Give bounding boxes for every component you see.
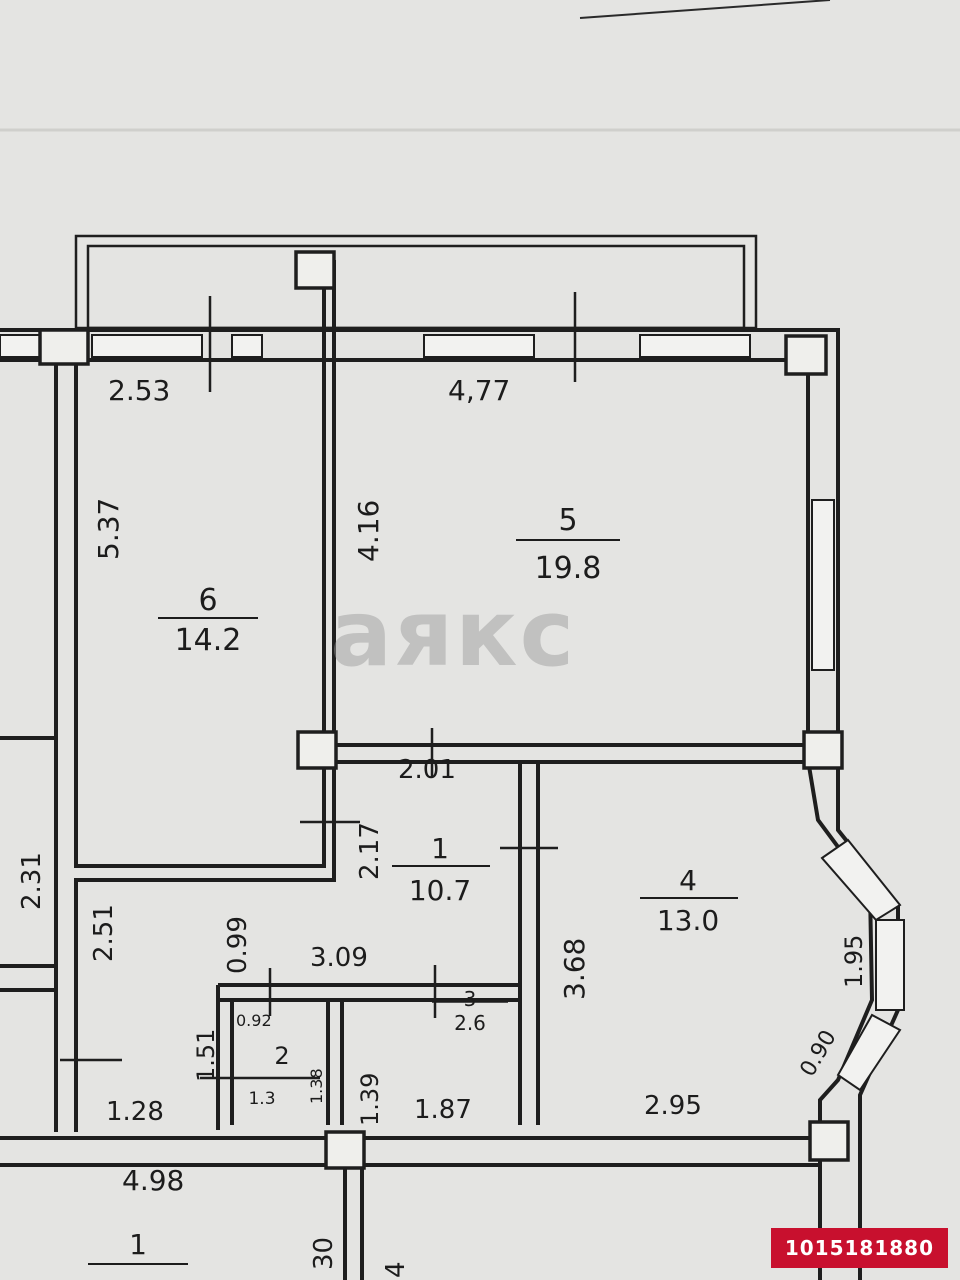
dimension-ticks — [60, 292, 577, 1080]
dim-label: 2.31 — [17, 852, 47, 910]
dim-label: 0.92 — [236, 1011, 272, 1030]
dim-label: 2.95 — [644, 1091, 702, 1121]
room-2-number: 2 — [274, 1042, 289, 1070]
dim-label: 2.17 — [355, 822, 385, 880]
dim-label: 1.95 — [840, 935, 868, 988]
dim-label: 4,77 — [448, 374, 510, 407]
dim-label: 1.28 — [106, 1097, 164, 1127]
room-3-number: 3 — [464, 987, 477, 1011]
dim-label: 2.51 — [89, 904, 119, 962]
room-4-area: 13.0 — [657, 904, 719, 937]
dim-label: 1.38 — [307, 1068, 326, 1104]
dim-label: 3.68 — [558, 938, 591, 1000]
room-6-number: 6 — [198, 583, 217, 618]
listing-id-badge: 1015181880 — [770, 1228, 948, 1268]
room-5-number: 5 — [558, 503, 577, 538]
dim-label: 2.53 — [108, 374, 170, 407]
dim-label: 4.98 — [122, 1164, 184, 1197]
dim-label: 2.01 — [398, 755, 456, 785]
dim-label: 0.99 — [223, 916, 253, 974]
dim-label: 1.51 — [192, 1029, 220, 1082]
windows — [0, 334, 905, 1092]
dim-label: 1.39 — [356, 1073, 384, 1126]
dim-label: 4.16 — [352, 500, 385, 562]
room-4-number: 4 — [679, 864, 697, 897]
dimension-labels: 2.53 4,77 5.37 4.16 2.01 2.17 2.31 2.51 … — [17, 374, 868, 1278]
room-1b-number: 1 — [129, 1228, 147, 1261]
room-3-area: 2.6 — [454, 1011, 486, 1035]
room-1-number: 1 — [431, 832, 449, 865]
dim-label: 3.09 — [310, 943, 368, 973]
dim-label: 30 — [309, 1237, 339, 1270]
watermark-logo: аякс — [330, 580, 577, 687]
room-1-area: 10.7 — [409, 874, 471, 907]
room-6-area: 14.2 — [175, 623, 242, 658]
dim-label: 1.87 — [414, 1095, 472, 1125]
dim-label: 5.37 — [92, 498, 125, 560]
room-labels: 6 14.2 5 19.8 1 10.7 4 13.0 3 2.6 2 1.3 … — [88, 503, 738, 1265]
room-5-area: 19.8 — [535, 551, 602, 586]
room-2-area: 1.3 — [248, 1089, 275, 1109]
pillars — [38, 250, 850, 1170]
dim-label: 4 — [381, 1261, 411, 1278]
